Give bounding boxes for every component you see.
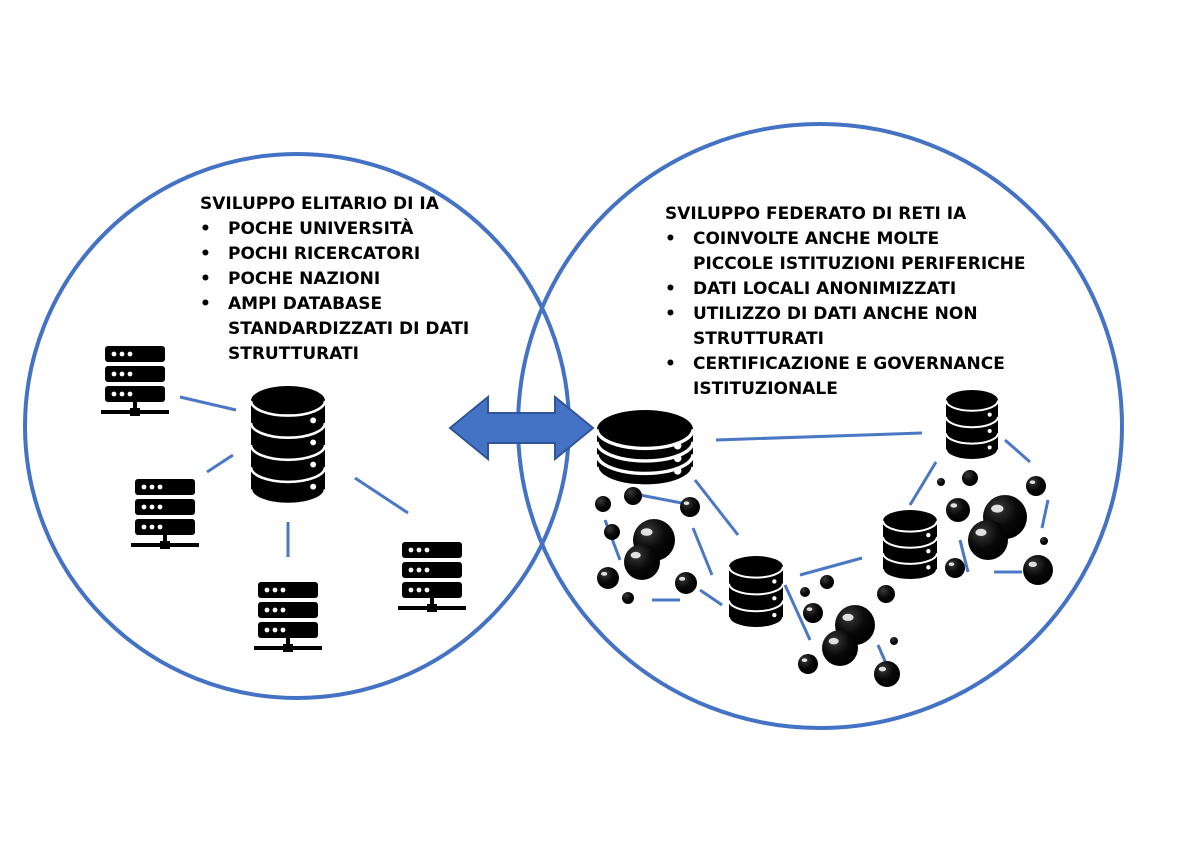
- data-node-icon: [877, 585, 895, 603]
- sphere-highlight: [806, 607, 813, 611]
- data-node-cluster-3: [937, 470, 1053, 585]
- database-icon: [249, 386, 327, 506]
- sphere-highlight: [630, 551, 641, 559]
- bullet-line: AMPI DATABASE: [228, 294, 383, 314]
- right-panel-text: SVILUPPO FEDERATO DI RETI IA COINVOLTE A…: [665, 202, 1025, 402]
- bullet-line: POCHI RICERCATORI: [228, 244, 421, 264]
- right-panel-title: SVILUPPO FEDERATO DI RETI IA: [665, 204, 967, 224]
- double-arrow-icon: [448, 394, 595, 462]
- data-node-icon: [1023, 555, 1053, 585]
- database-icon: [945, 390, 999, 461]
- database-icon: [882, 510, 938, 581]
- data-node-icon: [595, 496, 611, 512]
- bullet-line: STANDARDIZZATI DI DATI: [228, 319, 470, 339]
- bullet-line: CERTIFICAZIONE E GOVERNANCE: [693, 354, 1005, 374]
- sphere-highlight: [828, 637, 839, 645]
- bullet-item: POCHI RICERCATORI: [200, 242, 469, 267]
- data-node-icon: [822, 630, 858, 666]
- data-node-icon: [946, 498, 970, 522]
- bullet-item: CERTIFICAZIONE E GOVERNANCE ISTITUZIONALE: [665, 352, 1025, 402]
- data-node-icon: [624, 544, 660, 580]
- data-node-icon: [874, 661, 900, 687]
- sphere-highlight: [948, 562, 955, 566]
- sphere-highlight: [683, 501, 690, 506]
- left-bullet-list: POCHE UNIVERSITÀ POCHI RICERCATORI POCHE N…: [200, 217, 469, 367]
- data-node-icon: [962, 470, 978, 486]
- data-node-icon: [890, 637, 898, 645]
- bullet-item: COINVOLTE ANCHE MOLTE PICCOLE ISTITUZIONI…: [665, 227, 1025, 277]
- data-node-icon: [800, 587, 810, 597]
- data-node-icon: [968, 520, 1008, 560]
- sphere-highlight: [950, 503, 958, 508]
- bullet-line: STRUTTURATI: [693, 329, 824, 349]
- data-node-icon: [803, 603, 823, 623]
- sphere-highlight: [679, 576, 686, 581]
- sphere-highlight: [1028, 561, 1037, 567]
- data-node-icon: [624, 487, 642, 505]
- data-node-icon: [604, 524, 620, 540]
- left-connectors: [179, 395, 409, 557]
- sphere-highlight: [878, 666, 887, 672]
- bullet-line: PICCOLE ISTITUZIONI PERIFERICHE: [693, 254, 1026, 274]
- sphere-highlight: [801, 658, 808, 662]
- bullet-line: STRUTTURATI: [228, 344, 359, 364]
- bullet-item: UTILIZZO DI DATI ANCHE NON STRUTTURATI: [665, 302, 1025, 352]
- sphere-highlight: [842, 613, 854, 622]
- bullet-line: UTILIZZO DI DATI ANCHE NON: [693, 304, 978, 324]
- right-bullet-list: COINVOLTE ANCHE MOLTE PICCOLE ISTITUZIONI…: [665, 227, 1025, 402]
- bullet-line: ISTITUZIONALE: [693, 379, 838, 399]
- data-node-cluster-2: [798, 575, 900, 687]
- data-node-cluster-1: [595, 487, 700, 604]
- bullet-line: COINVOLTE ANCHE MOLTE: [693, 229, 940, 249]
- data-node-icon: [1040, 537, 1048, 545]
- bullet-line: DATI LOCALI ANONIMIZZATI: [693, 279, 957, 299]
- right-connectors: [603, 431, 1050, 669]
- data-node-icon: [820, 575, 834, 589]
- sphere-highlight: [640, 528, 653, 536]
- database-icon: [728, 556, 784, 629]
- data-node-icon: [675, 572, 697, 594]
- sphere-highlight: [1029, 480, 1036, 485]
- data-node-icon: [937, 478, 945, 486]
- data-node-icon: [945, 558, 965, 578]
- sphere-highlight: [601, 571, 608, 576]
- sphere-highlight: [991, 504, 1004, 513]
- data-node-icon: [622, 592, 634, 604]
- bullet-line: POCHE NAZIONI: [228, 269, 381, 289]
- data-node-icon: [798, 654, 818, 674]
- data-node-icon: [597, 567, 619, 589]
- server-icon: [398, 542, 466, 612]
- bullet-item: POCHE UNIVERSITÀ: [200, 217, 469, 242]
- server-icon: [101, 346, 169, 416]
- bullet-item: DATI LOCALI ANONIMIZZATI: [665, 277, 1025, 302]
- left-panel-text: SVILUPPO ELITARIO DI IA POCHE UNIVERSITÀ…: [200, 192, 469, 367]
- data-node-icon: [680, 497, 700, 517]
- data-node-icon: [1026, 476, 1046, 496]
- left-panel-title: SVILUPPO ELITARIO DI IA: [200, 194, 439, 214]
- bullet-item: POCHE NAZIONI: [200, 267, 469, 292]
- server-icon: [131, 479, 199, 549]
- bullet-line: POCHE UNIVERSITÀ: [228, 219, 414, 239]
- sphere-highlight: [975, 528, 987, 537]
- bullet-item: AMPI DATABASE STANDARDIZZATI DI DATI STRUT…: [200, 292, 469, 367]
- server-icon: [254, 582, 322, 652]
- database-icon: [595, 410, 695, 488]
